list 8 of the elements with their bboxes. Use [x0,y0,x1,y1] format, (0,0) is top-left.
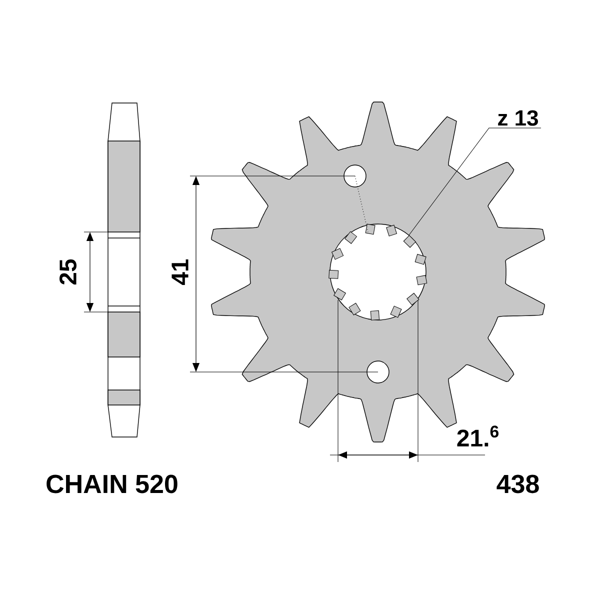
splined-hole [328,224,428,320]
part-label: CHAIN 520 [46,474,178,494]
part-label: 438 [496,474,539,494]
dimension-label: 21.$^{6}$ [457,426,498,446]
leader-line [408,128,542,236]
dimension-label: 41 [172,259,188,285]
dimension-label: 25 [60,259,76,285]
callout-text: z 13 [498,110,538,126]
